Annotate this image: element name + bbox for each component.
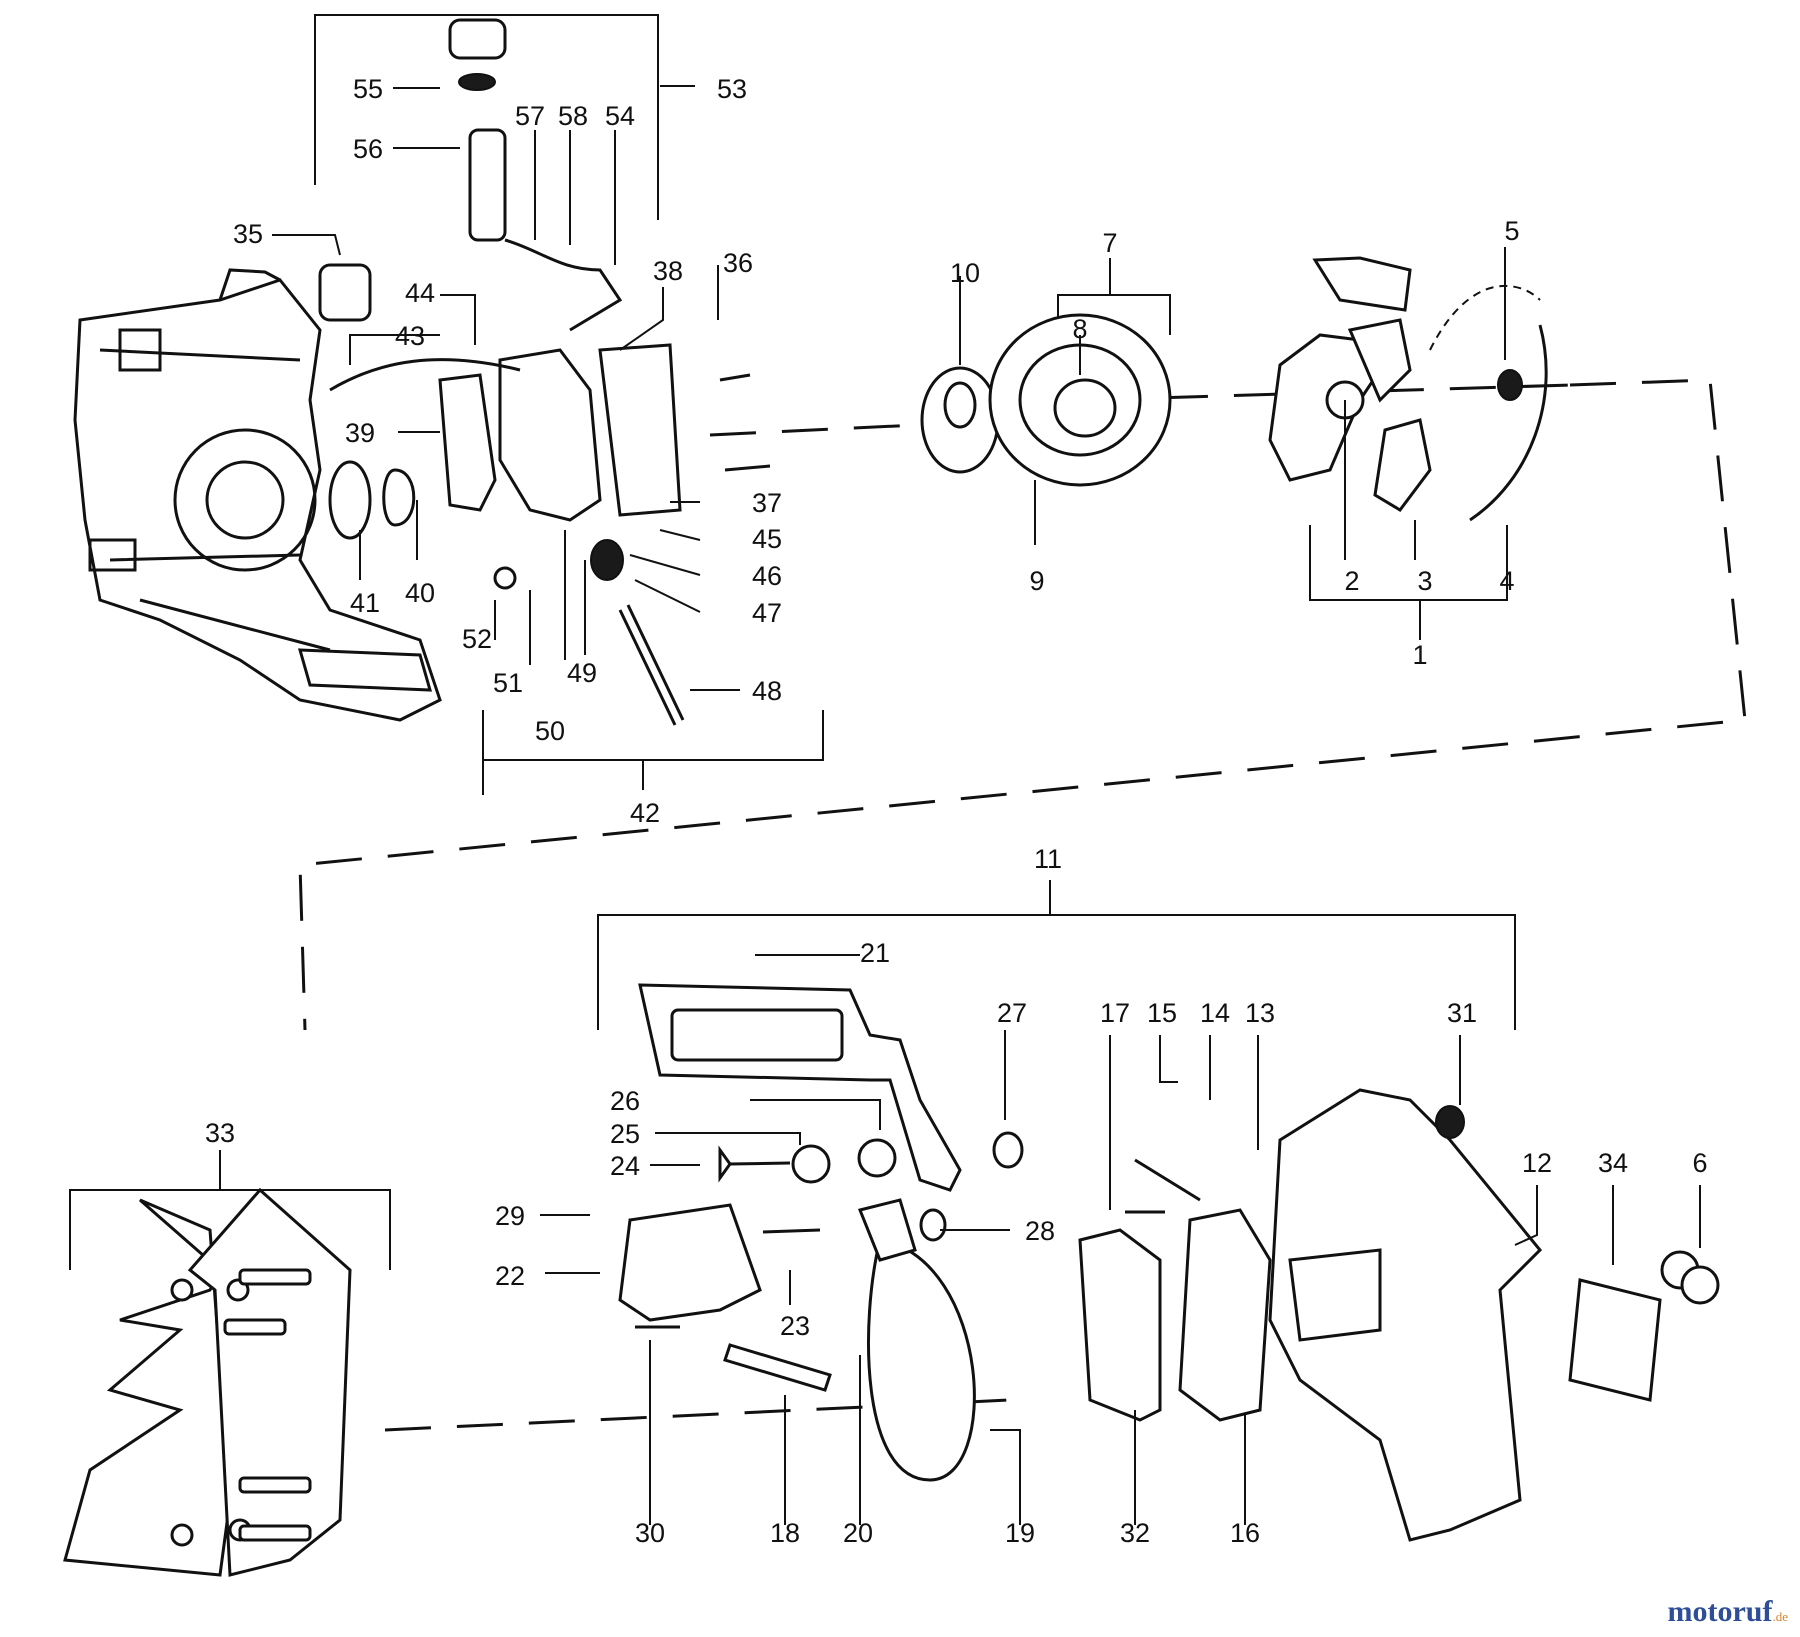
oil-pump-assembly [318,18,771,726]
part-label: 35 [233,219,263,249]
part-label: 26 [610,1086,640,1116]
part-label: 30 [635,1518,665,1548]
part-label: 5 [1504,216,1519,246]
part-label: 37 [752,488,782,518]
part-label: 32 [1120,1518,1150,1548]
part-label: 3 [1417,566,1432,596]
side-cover [1078,1088,1720,1542]
clutch-assembly [1268,256,1548,522]
part-label: 24 [610,1151,640,1181]
part-label: 40 [405,578,435,608]
part-label: 54 [605,101,635,131]
part-label: 58 [558,101,588,131]
part-label: 56 [353,134,383,164]
part-label: 53 [717,74,747,104]
part-label: 13 [1245,998,1275,1028]
part-label: 51 [493,668,523,698]
part-label: 15 [1147,998,1177,1028]
part-label: 38 [653,256,683,286]
part-label: 33 [205,1118,235,1148]
chain-brake-handle [638,983,962,1192]
part-label: 49 [567,658,597,688]
part-label: 41 [350,588,380,618]
bumper-spike [63,1187,352,1577]
part-label: 16 [1230,1518,1260,1548]
part-label: 4 [1499,566,1514,596]
part-label: 18 [770,1518,800,1548]
part-label: 17 [1100,998,1130,1028]
part-label: 46 [752,561,782,591]
part-label: 34 [1598,1148,1628,1178]
part-label: 21 [860,938,890,968]
part-label: 47 [752,598,782,628]
crankcase-housing [73,268,442,722]
part-label: 48 [752,676,782,706]
part-label: 1 [1412,640,1427,670]
part-label: 7 [1102,228,1117,258]
part-label: 10 [950,258,980,288]
part-label: 31 [1447,998,1477,1028]
watermark-logo: motoruf.de [1667,1595,1788,1629]
part-label: 45 [752,524,782,554]
part-label: 39 [345,418,375,448]
part-label: 8 [1072,314,1087,344]
part-label: 43 [395,321,425,351]
part-label: 14 [1200,998,1230,1028]
part-label: 11 [1034,844,1062,874]
part-label: 44 [405,278,435,308]
part-label: 36 [723,248,753,278]
part-label: 2 [1344,566,1359,596]
part-number-labels: 1 2 3 4 5 6 7 8 9 10 11 12 13 14 15 16 1… [205,74,1708,1548]
part-label: 27 [997,998,1027,1028]
part-label: 6 [1692,1148,1707,1178]
part-label: 22 [495,1261,525,1291]
chain-brake-components [618,1131,1024,1482]
part-label: 28 [1025,1216,1055,1246]
part-label: 25 [610,1119,640,1149]
part-label: 52 [462,624,492,654]
part-label: 42 [630,798,660,828]
part-label: 9 [1029,566,1044,596]
part-label: 57 [515,101,545,131]
bracket-lines [69,14,1516,1270]
clutch-drum [920,313,1172,487]
part-label: 23 [780,1311,810,1341]
part-label: 50 [535,716,565,746]
part-label: 29 [495,1201,525,1231]
part-label: 55 [353,74,383,104]
watermark-name: motoruf [1667,1595,1773,1628]
part-label: 20 [843,1518,873,1548]
leader-lines [272,85,1701,1525]
part-label: 19 [1005,1518,1035,1548]
part-label: 12 [1522,1148,1552,1178]
watermark-tld: .de [1772,1609,1788,1624]
